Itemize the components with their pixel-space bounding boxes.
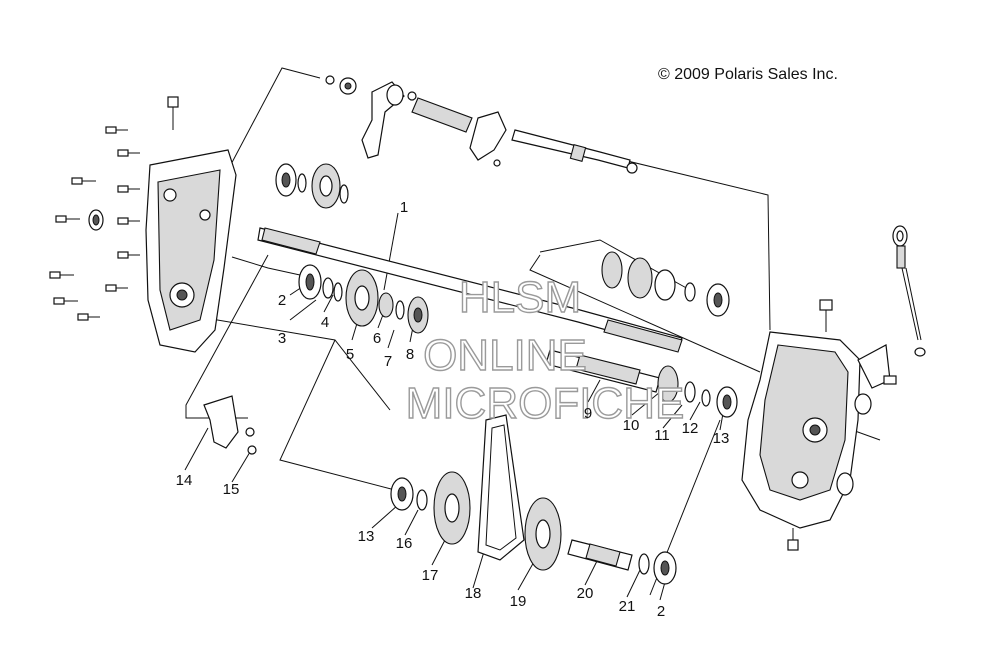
bolt-icon (105, 284, 128, 292)
shaft-icon (511, 129, 631, 169)
upper-gear-stack (275, 163, 349, 209)
bolt-icon (117, 217, 140, 225)
bearing-icon (716, 386, 738, 418)
belt-icon (477, 414, 525, 561)
seal-icon (854, 393, 872, 415)
copyright-notice: © 2009 Polaris Sales Inc. (658, 66, 838, 83)
dipstick-icon (892, 225, 926, 357)
bearing-icon (275, 163, 297, 197)
callout-13b: 13 (358, 528, 375, 545)
gear-icon (378, 292, 394, 318)
callout-1: 1 (400, 199, 408, 216)
shaft-icon (411, 97, 473, 133)
right-upper-gear-stack (539, 239, 730, 317)
callout-20: 20 (577, 585, 594, 602)
shift-fork-icon (361, 81, 405, 159)
callout-5: 5 (346, 346, 354, 363)
bearing-icon (653, 551, 677, 585)
bearing-icon (654, 269, 676, 301)
shift-bracket (203, 395, 257, 455)
callout-4: 4 (321, 314, 329, 331)
bearing-icon (298, 264, 322, 300)
bolt-icon (55, 215, 80, 223)
gear-icon (657, 365, 679, 403)
gear-icon (433, 471, 471, 545)
watermark-line-1: HLSM (459, 273, 581, 322)
callout-6: 6 (373, 330, 381, 347)
callout-7: 7 (384, 353, 392, 370)
bearing-icon (706, 283, 730, 317)
callout-17: 17 (422, 567, 439, 584)
callout-2b: 2 (657, 603, 665, 620)
gear-icon (524, 497, 562, 571)
right-case-half (741, 299, 897, 551)
bolt-icon (49, 271, 74, 279)
gear-icon (627, 257, 653, 299)
callout-18: 18 (465, 585, 482, 602)
gear-icon (345, 269, 379, 327)
shaft-icon (567, 539, 633, 571)
bolt-icon (117, 149, 140, 157)
bolt-icon (53, 297, 78, 305)
bolt-icon (117, 185, 140, 193)
callout-2: 2 (278, 292, 286, 309)
callout-16: 16 (396, 535, 413, 552)
callout-10: 10 (623, 417, 640, 434)
seal-icon (836, 472, 854, 496)
bolt-icon (787, 528, 799, 551)
bolt-icon (105, 126, 128, 134)
middle-gear-group (298, 264, 429, 334)
left-bolts (49, 96, 179, 321)
left-case-cover (145, 149, 237, 353)
callout-15: 15 (223, 481, 240, 498)
watermark: HLSM ONLINE MICROFICHE (405, 272, 685, 428)
bolt-icon (819, 299, 833, 332)
gear-icon (339, 77, 357, 95)
bolt-icon (71, 177, 96, 185)
callout-8: 8 (406, 346, 414, 363)
lower-drive-group (390, 414, 677, 585)
callout-13: 13 (713, 430, 730, 447)
watermark-line-3: MICROFICHE (406, 379, 685, 428)
countershaft-group (545, 349, 738, 418)
shift-assembly (325, 75, 638, 174)
callout-21: 21 (619, 598, 636, 615)
bearing-icon (390, 477, 414, 511)
gear-icon (601, 251, 623, 289)
bolt-icon (167, 96, 179, 130)
callout-19: 19 (510, 593, 527, 610)
callout-9: 9 (584, 405, 592, 422)
bolt-icon (117, 251, 140, 259)
callout-labels: 1 2 3 4 5 6 7 8 9 10 11 12 13 14 15 13 1… (176, 199, 730, 620)
seal-icon (88, 209, 104, 231)
callout-12: 12 (682, 420, 699, 437)
main-shaft (257, 227, 683, 353)
watermark-line-2: ONLINE (423, 331, 587, 380)
gear-icon (407, 296, 429, 334)
gear-icon (311, 163, 341, 209)
callout-14: 14 (176, 472, 193, 489)
callout-11: 11 (654, 427, 670, 444)
callout-3: 3 (278, 330, 286, 347)
shift-fork-icon (469, 111, 507, 161)
bolt-icon (77, 313, 100, 321)
